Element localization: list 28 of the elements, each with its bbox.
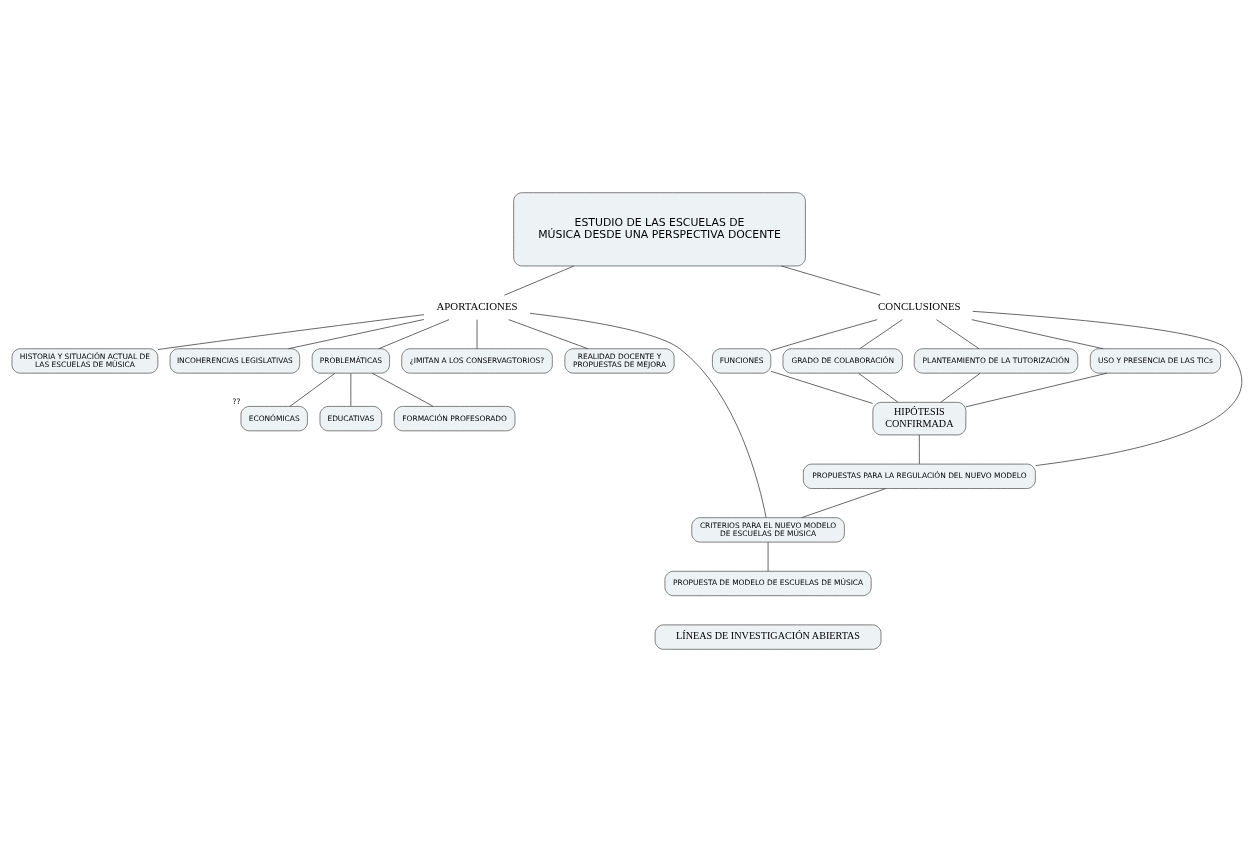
connector: [157, 313, 425, 350]
connector: [918, 434, 920, 464]
connector: [767, 541, 769, 572]
node-box: LÍNEAS DE INVESTIGACIÓN ABIERTAS: [654, 624, 882, 650]
node-box: ESTUDIO DE LAS ESCUELAS DE MÚSICA DESDE UNA PERSPECTIVA DOCENTE: [513, 191, 806, 266]
connector: [476, 318, 478, 349]
connector: [371, 372, 434, 407]
node-text: CONCLUSIONES: [878, 299, 961, 312]
connector: [529, 312, 767, 518]
connector: [935, 318, 980, 349]
connector: [350, 372, 352, 407]
connector: [859, 318, 903, 349]
connector: [858, 372, 899, 403]
connector: [378, 318, 450, 349]
connector: [288, 318, 425, 349]
connector: [289, 372, 336, 407]
connector: [508, 318, 589, 349]
connector: [801, 487, 887, 518]
connector: [972, 310, 1243, 466]
connector: [971, 318, 1104, 349]
node-box: HIPÓTESIS CONFIRMADA: [872, 401, 967, 435]
connector: [940, 372, 981, 403]
node-text: APORTACIONES: [436, 299, 518, 312]
connector: [504, 265, 575, 296]
connector: [965, 372, 1108, 407]
connector: [781, 265, 881, 296]
connector: [770, 370, 874, 404]
connector: [770, 318, 878, 351]
